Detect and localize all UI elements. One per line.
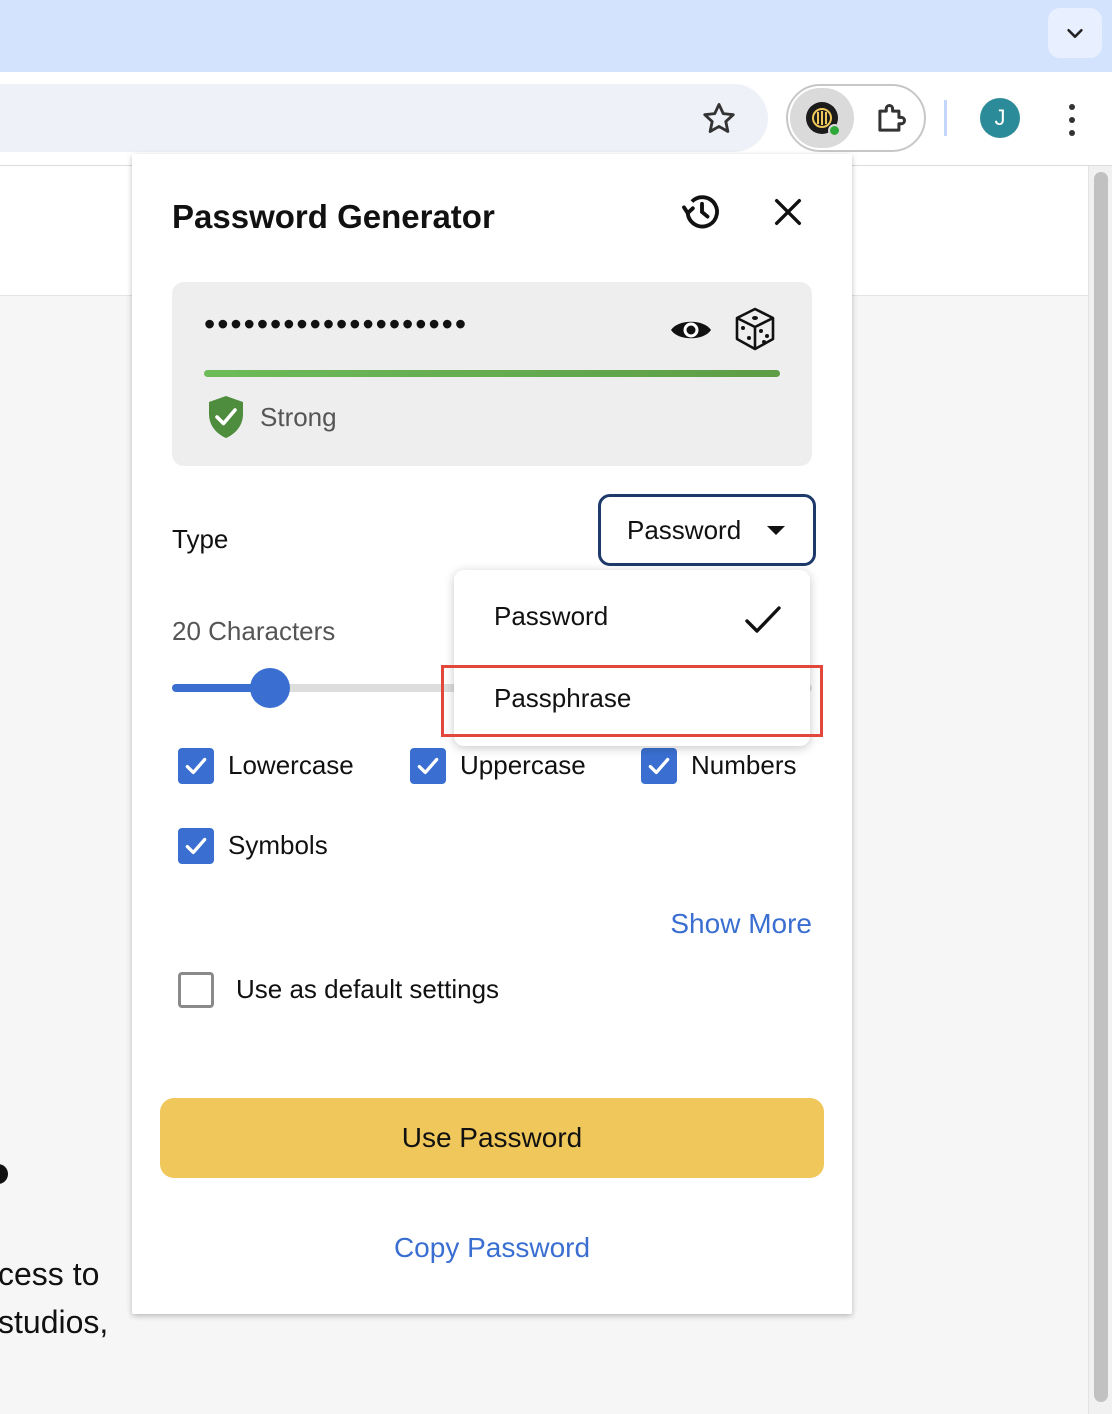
menu-item-passphrase[interactable]: Passphrase — [454, 658, 810, 738]
checkmark-icon — [648, 757, 670, 775]
checkmark-icon — [417, 757, 439, 775]
lowercase-label[interactable]: Lowercase — [228, 750, 354, 780]
address-bar[interactable] — [0, 84, 768, 152]
highlight-box — [441, 665, 823, 737]
type-select-value: Password — [627, 514, 742, 545]
numbers-label[interactable]: Numbers — [691, 750, 797, 780]
generated-password[interactable]: •••••••••••••••••••• — [204, 306, 469, 342]
history-button[interactable] — [677, 190, 727, 234]
checkmark-icon — [185, 757, 207, 775]
type-dropdown-menu: Password Passphrase — [454, 570, 810, 746]
tab-search-button[interactable] — [1048, 8, 1102, 58]
puzzle-icon[interactable] — [872, 100, 910, 138]
password-manager-icon — [806, 102, 841, 137]
copy-password-link[interactable]: Copy Password — [393, 1232, 591, 1263]
strength-meter-fill — [204, 370, 780, 377]
page-text-line: cess to — [0, 1256, 100, 1292]
menu-item-password[interactable]: Password — [454, 576, 810, 656]
type-label: Type — [172, 524, 229, 554]
checkmark-icon — [185, 837, 207, 855]
close-button[interactable] — [764, 190, 812, 234]
strength-meter — [204, 370, 780, 377]
menu-item-label: Password — [494, 600, 609, 631]
default-settings-checkbox[interactable] — [178, 972, 214, 1008]
scrollbar-thumb[interactable] — [1094, 172, 1108, 1402]
default-settings-label[interactable]: Use as default settings — [236, 974, 500, 1004]
slider-fill — [172, 684, 268, 692]
history-icon — [682, 195, 719, 229]
popup-title: Password Generator — [172, 198, 495, 235]
shield-check-icon — [209, 396, 243, 438]
generated-password-box: •••••••••••••••••••• Strong — [172, 282, 812, 466]
strength-label: Strong — [260, 402, 337, 432]
page-bullet — [0, 1164, 8, 1184]
page-text-line: studios, — [0, 1304, 109, 1340]
lowercase-checkbox[interactable] — [178, 748, 214, 784]
show-password-button[interactable] — [666, 306, 716, 354]
tab-strip — [0, 0, 1112, 72]
browser-toolbar: J — [0, 72, 1112, 166]
star-icon[interactable] — [700, 100, 738, 138]
extensions-area — [786, 84, 926, 152]
length-label: 20 Characters — [172, 616, 336, 646]
kebab-icon[interactable] — [1058, 100, 1086, 140]
close-icon — [774, 198, 802, 226]
use-password-button[interactable]: Use Password — [160, 1098, 824, 1178]
status-dot — [828, 124, 841, 137]
checkmark-icon — [745, 606, 781, 633]
type-select[interactable]: Password — [598, 494, 816, 566]
symbols-checkbox[interactable] — [178, 828, 214, 864]
uppercase-checkbox[interactable] — [410, 748, 446, 784]
show-more-link[interactable]: Show More — [670, 908, 812, 939]
chevron-down-icon — [1067, 28, 1083, 38]
eye-icon — [671, 321, 711, 339]
password-manager-extension-button[interactable] — [790, 88, 854, 148]
toolbar-divider — [944, 100, 947, 136]
scrollbar[interactable] — [1088, 166, 1112, 1414]
uppercase-label[interactable]: Uppercase — [460, 750, 586, 780]
numbers-checkbox[interactable] — [641, 748, 677, 784]
caret-down-icon — [767, 526, 785, 535]
symbols-label[interactable]: Symbols — [228, 830, 328, 860]
menu-item-label: Passphrase — [494, 682, 632, 713]
dice-icon — [735, 307, 775, 351]
regenerate-button[interactable] — [730, 302, 780, 356]
page-body-text: cess to studios, — [0, 1250, 108, 1346]
profile-avatar[interactable]: J — [980, 98, 1020, 138]
slider-thumb[interactable] — [250, 668, 290, 708]
